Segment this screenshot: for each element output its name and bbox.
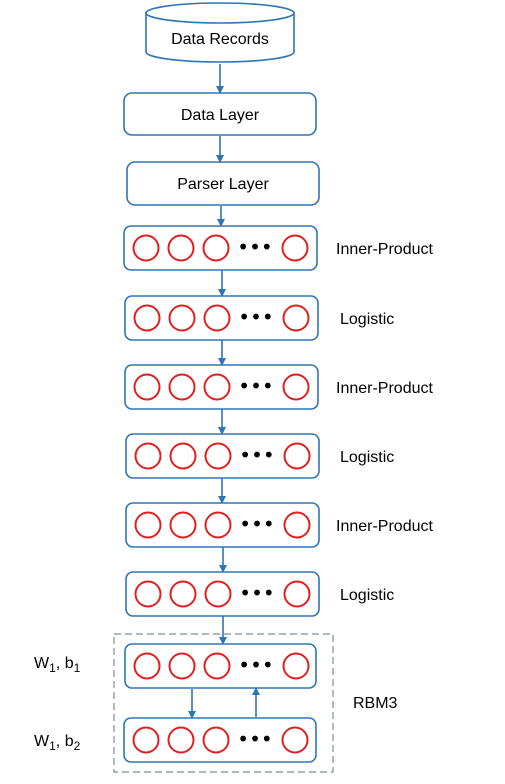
- layer-type-label: Logistic: [340, 449, 394, 466]
- neuron-circle: [283, 442, 311, 470]
- neuron-layer: •••: [123, 717, 317, 763]
- neuron-ellipsis: •••: [239, 512, 274, 536]
- neuron-circle: [202, 234, 230, 262]
- neuron-circle: [282, 373, 310, 401]
- neuron-circle: [283, 580, 311, 608]
- neuron-circle: [169, 511, 197, 539]
- data-records-label: Data Records: [171, 31, 269, 48]
- parser-layer-node: Parser Layer: [126, 161, 320, 206]
- neuron-layer: •••: [123, 225, 318, 271]
- rbm-top-b-sub: 1: [74, 661, 81, 675]
- neuron-circle: [202, 726, 230, 754]
- neuron-circle: [203, 304, 231, 332]
- neuron-circle: [281, 726, 309, 754]
- flow-arrows: [188, 64, 260, 719]
- neuron-circle: [283, 511, 311, 539]
- neuron-circle: [134, 580, 162, 608]
- neuron-layer: •••: [125, 433, 320, 479]
- data-layer-node: Data Layer: [123, 92, 317, 136]
- neuron-ellipsis: •••: [238, 305, 273, 329]
- rbm-bottom-b: b: [65, 733, 74, 750]
- rbm-top-w-sub: 1: [49, 661, 56, 675]
- neuron-circle: [203, 373, 231, 401]
- neuron-circle: [168, 304, 196, 332]
- rbm-top-sep: ,: [56, 655, 65, 672]
- neuron-circle: [133, 304, 161, 332]
- rbm-top-b: b: [65, 655, 74, 672]
- neuron-circle: [134, 511, 162, 539]
- neuron-layer: •••: [124, 295, 319, 341]
- neuron-circle: [168, 373, 196, 401]
- layer-type-label: Inner-Product: [336, 518, 433, 535]
- data-records-node: Data Records: [145, 2, 295, 63]
- neuron-circle: [133, 373, 161, 401]
- neuron-ellipsis: •••: [238, 653, 273, 677]
- neuron-circle: [167, 234, 195, 262]
- neuron-circle: [132, 234, 160, 262]
- neuron-ellipsis: •••: [238, 374, 273, 398]
- parser-layer-label: Parser Layer: [177, 176, 269, 193]
- neuron-layers: ••• Inner-Product ••• Logistic ••• Inner-Prod…: [123, 225, 433, 763]
- rbm-top-param: W1, b1: [34, 655, 81, 675]
- neuron-ellipsis: •••: [237, 727, 272, 751]
- neuron-circle: [282, 304, 310, 332]
- rbm-bottom-param: W1, b2: [34, 733, 81, 753]
- neuron-layer: •••: [124, 364, 319, 410]
- neuron-layer: •••: [124, 643, 317, 689]
- rbm-group-box: [113, 633, 334, 773]
- rbm-label: RBM3: [353, 695, 398, 712]
- rbm-bottom-w-sub: 1: [49, 739, 56, 753]
- neuron-circle: [282, 652, 310, 680]
- neuron-circle: [168, 652, 196, 680]
- rbm-top-w: W: [34, 655, 50, 672]
- neuron-circle: [133, 652, 161, 680]
- neuron-circle: [203, 652, 231, 680]
- neuron-circle: [169, 580, 197, 608]
- neuron-circle: [169, 442, 197, 470]
- neuron-ellipsis: •••: [239, 581, 274, 605]
- layer-type-label: Inner-Product: [336, 380, 433, 397]
- rbm-bottom-sep: ,: [56, 733, 65, 750]
- neuron-circle: [134, 442, 162, 470]
- neuron-ellipsis: •••: [237, 235, 272, 259]
- layer-type-label: Inner-Product: [336, 241, 433, 258]
- neuron-ellipsis: •••: [239, 443, 274, 467]
- layer-type-label: Logistic: [340, 311, 394, 328]
- data-layer-label: Data Layer: [181, 107, 260, 124]
- neuron-circle: [132, 726, 160, 754]
- neuron-circle: [281, 234, 309, 262]
- layer-type-label: Logistic: [340, 587, 394, 604]
- neuron-circle: [204, 511, 232, 539]
- database-top-ellipse: [145, 2, 295, 24]
- rbm-bottom-w: W: [34, 733, 50, 750]
- neuron-circle: [204, 442, 232, 470]
- rbm-bottom-b-sub: 2: [74, 739, 81, 753]
- neuron-circle: [167, 726, 195, 754]
- neuron-layer: •••: [125, 571, 320, 617]
- neuron-circle: [204, 580, 232, 608]
- database-cylinder-icon: [145, 13, 295, 63]
- neuron-layer: •••: [125, 502, 320, 548]
